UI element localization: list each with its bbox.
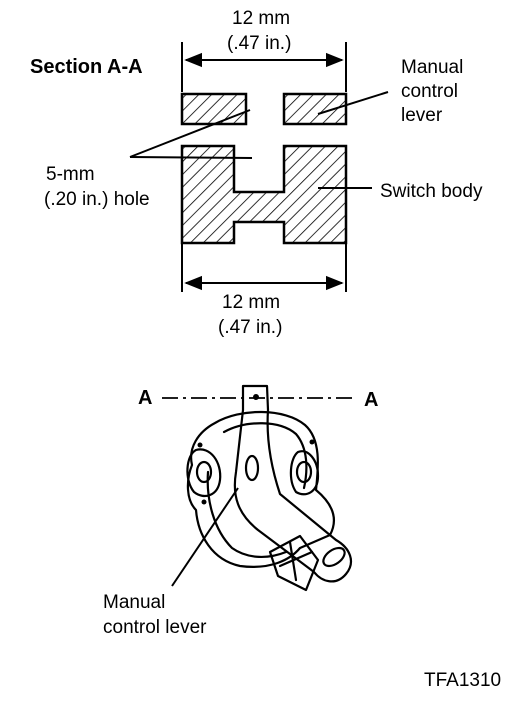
- hole-leader-upper: [129, 109, 251, 158]
- lever-slot: [244, 454, 260, 482]
- housing-rivet: [309, 439, 315, 445]
- section-mark-right: A: [364, 389, 378, 411]
- manual-lever-leader: [317, 91, 389, 115]
- hole-label-1: 5-mm: [46, 164, 95, 185]
- top-dimension-mm: 12 mm: [232, 8, 290, 29]
- bottom-lever-leader: [171, 487, 239, 587]
- switch-rim: [206, 422, 308, 558]
- housing-rivet: [201, 499, 207, 505]
- right-mounting-hole: [295, 460, 313, 484]
- lever-end-hole: [322, 546, 346, 568]
- switch-actuator: [268, 534, 320, 592]
- bottom-manual-label-1: Manual: [103, 592, 165, 613]
- top-dimension-in: (.47 in.): [227, 33, 291, 54]
- left-mounting-lug: [186, 448, 222, 498]
- manual-control-lever: [233, 384, 353, 583]
- hole-label-2: (.20 in.) hole: [44, 189, 150, 210]
- switch-perspective-view: [162, 384, 355, 592]
- bottom-dimension-mm: 12 mm: [222, 292, 280, 313]
- bottom-dimension-in: (.47 in.): [218, 317, 282, 338]
- lever-section-left: [180, 92, 248, 126]
- switch-body-label: Switch body: [380, 181, 483, 202]
- hole-leader-lower: [129, 156, 253, 159]
- housing-rivet: [253, 394, 259, 400]
- section-view: [129, 42, 389, 292]
- manual-control-label-2: control: [401, 81, 458, 102]
- section-title: Section A-A: [30, 56, 143, 78]
- housing-rivet: [197, 442, 203, 448]
- manual-control-label-3: lever: [401, 105, 443, 126]
- right-mounting-lug: [289, 450, 320, 496]
- switch-body-section: [180, 144, 348, 245]
- bottom-manual-label-2: control lever: [103, 617, 207, 638]
- switch-housing: [186, 410, 335, 568]
- left-mounting-hole: [195, 460, 213, 484]
- section-mark-left: A: [138, 387, 152, 409]
- figure-code: TFA1310: [424, 670, 501, 691]
- manual-control-label-1: Manual: [401, 57, 463, 78]
